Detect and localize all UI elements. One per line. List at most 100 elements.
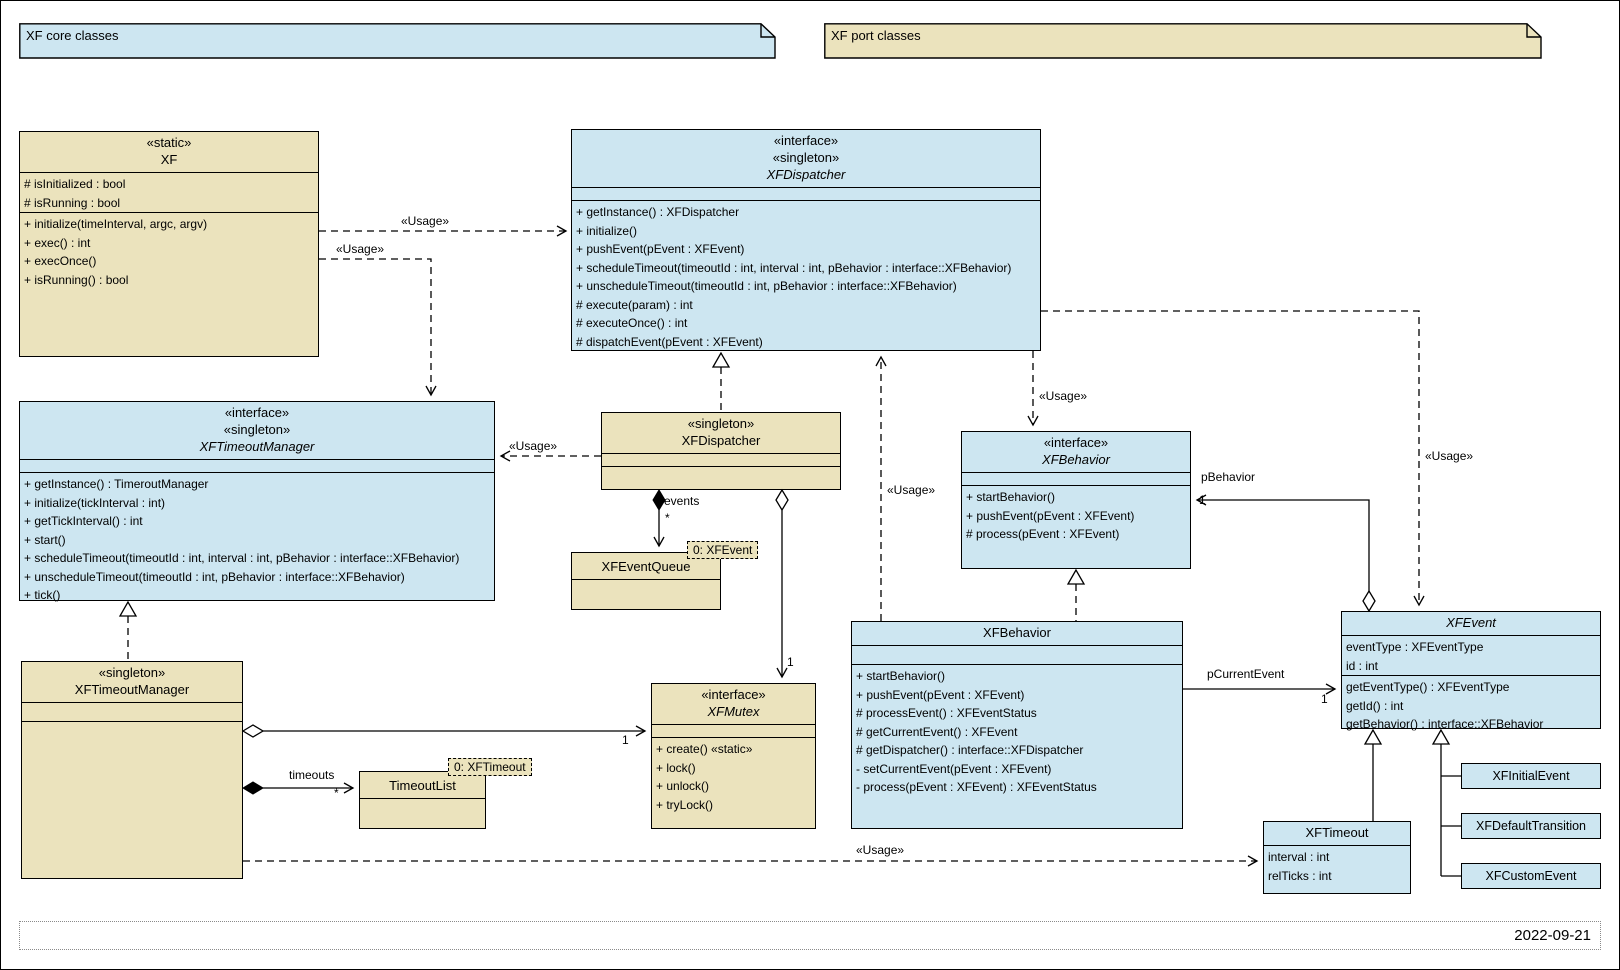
member: # isInitialized : bool xyxy=(24,177,126,191)
methods-compartment: + initialize(timeInterval, argc, argv)+ … xyxy=(20,212,318,356)
member: + start() xyxy=(24,532,66,547)
class-xfdefaulttransition[interactable]: XFDefaultTransition xyxy=(1461,813,1601,839)
edge-label-events-role: events xyxy=(664,494,700,508)
member: + initialize() xyxy=(576,223,638,238)
attributes-compartment xyxy=(602,453,840,466)
class-xf[interactable]: «static» XF # isInitialized : bool # isRu… xyxy=(19,131,319,357)
methods-compartment xyxy=(602,466,840,489)
class-name: XFDispatcher xyxy=(681,433,761,448)
edge-label-usage: «Usage» xyxy=(509,439,558,453)
methods-compartment: + create() «static»+ lock()+ unlock()+ t… xyxy=(652,737,815,828)
class-title: «singleton» XFDispatcher xyxy=(602,413,840,453)
class-xfdispatcher-interface[interactable]: «interface»«singleton» XFDispatcher + ge… xyxy=(571,129,1041,351)
edge-label-timeouts-role: timeouts xyxy=(289,768,335,782)
member: + scheduleTimeout(timeoutId : int, inter… xyxy=(24,551,460,565)
class-xftimeout[interactable]: XFTimeout interval : int relTicks : int xyxy=(1263,821,1411,894)
note-label: XF port classes xyxy=(831,28,921,43)
member: + getInstance() : XFDispatcher xyxy=(576,205,740,219)
class-title: «interface» XFBehavior xyxy=(962,432,1190,472)
member: - process(pEvent : XFEvent) : XFEventSta… xyxy=(856,780,1097,794)
member: getId() : int xyxy=(1346,698,1404,713)
member: + startBehavior() xyxy=(856,669,946,683)
body-compartment xyxy=(572,579,720,609)
edge-label-pbehavior-multiplicity: 1 xyxy=(1199,493,1206,507)
class-xfdispatcher-singleton[interactable]: «singleton» XFDispatcher xyxy=(601,412,841,490)
member: + initialize(tickInterval : int) xyxy=(24,495,166,510)
class-title: XFInitialEvent xyxy=(1462,765,1600,787)
note-xf-core-classes[interactable]: XF core classes xyxy=(19,23,776,59)
class-name: XFTimeoutManager xyxy=(199,439,315,454)
class-xfcustomevent[interactable]: XFCustomEvent xyxy=(1461,863,1601,889)
class-title: «singleton» XFTimeoutManager xyxy=(22,662,242,702)
class-name: XFCustomEvent xyxy=(1485,869,1577,883)
member: + create() «static» xyxy=(656,742,753,756)
note-shape xyxy=(824,23,1542,59)
edge-label-usage: «Usage» xyxy=(856,843,905,857)
class-title: XFTimeout xyxy=(1264,822,1410,845)
class-xftimeoutmanager-interface[interactable]: «interface»«singleton» XFTimeoutManager … xyxy=(19,401,495,602)
member: # dispatchEvent(pEvent : XFEvent) xyxy=(576,334,763,349)
class-stereotype: «interface» xyxy=(224,405,290,420)
methods-compartment: + startBehavior()+ pushEvent(pEvent : XF… xyxy=(852,664,1182,828)
class-stereotype: «singleton» xyxy=(772,150,840,165)
class-title: XFEventQueue xyxy=(572,553,720,579)
member: + getTickInterval() : int xyxy=(24,514,143,528)
member: + tick() xyxy=(24,588,61,602)
class-name: XFEvent xyxy=(1446,615,1496,630)
member: + tryLock() xyxy=(656,797,714,812)
member: # processEvent() : XFEventStatus xyxy=(856,706,1037,720)
class-xfinitialevent[interactable]: XFInitialEvent xyxy=(1461,763,1601,789)
class-title: XFDefaultTransition xyxy=(1462,815,1600,837)
class-name: XFInitialEvent xyxy=(1492,769,1570,783)
class-xfbehavior[interactable]: XFBehavior + startBehavior()+ pushEvent(… xyxy=(851,621,1183,829)
class-name: XFTimeoutManager xyxy=(74,682,190,697)
class-timeoutlist[interactable]: TimeoutList xyxy=(359,771,486,829)
note-xf-port-classes[interactable]: XF port classes xyxy=(824,23,1542,59)
class-stereotype: «singleton» xyxy=(687,416,755,431)
class-name: XFEventQueue xyxy=(601,559,691,574)
member: + pushEvent(pEvent : XFEvent) xyxy=(576,242,745,256)
body-compartment xyxy=(360,798,485,828)
member: # isRunning : bool xyxy=(24,195,121,210)
class-title: XFBehavior xyxy=(852,622,1182,645)
class-name: XF xyxy=(160,152,178,167)
attributes-compartment: # isInitialized : bool # isRunning : bool xyxy=(20,172,318,212)
class-name: XFMutex xyxy=(707,704,760,719)
class-name: XFTimeout xyxy=(1305,825,1369,840)
member: + pushEvent(pEvent : XFEvent) xyxy=(966,508,1135,523)
member: getBehavior() : interface::XFBehavior xyxy=(1346,717,1544,731)
member: + execOnce() xyxy=(24,254,97,268)
edge-label-mutex-multiplicity: 1 xyxy=(787,655,794,669)
member: - setCurrentEvent(pEvent : XFEvent) xyxy=(856,761,1052,776)
methods-compartment xyxy=(22,721,242,878)
class-stereotype: «singleton» xyxy=(223,422,291,437)
object-label-xftimeout[interactable]: 0: XFTimeout xyxy=(448,758,532,776)
member: + unscheduleTimeout(timeoutId : int, pBe… xyxy=(24,569,405,584)
object-label-xfevent[interactable]: 0: XFEvent xyxy=(687,541,759,559)
class-xfbehavior-interface[interactable]: «interface» XFBehavior + startBehavior()… xyxy=(961,431,1191,569)
member: # executeOnce() : int xyxy=(576,316,688,330)
class-xfmutex-interface[interactable]: «interface» XFMutex + create() «static»+… xyxy=(651,683,816,829)
class-stereotype: «static» xyxy=(146,135,192,150)
member: interval : int xyxy=(1268,850,1330,864)
member: + isRunning() : bool xyxy=(24,272,129,287)
edge-label-pcurrentevent-role: pCurrentEvent xyxy=(1207,667,1285,681)
date-label: 2022-09-21 xyxy=(1514,927,1591,944)
member: relTicks : int xyxy=(1268,868,1332,883)
methods-compartment: + startBehavior()+ pushEvent(pEvent : XF… xyxy=(962,485,1190,568)
member: + unlock() xyxy=(656,779,710,793)
class-xfeventqueue[interactable]: XFEventQueue xyxy=(571,552,721,610)
member: # execute(param) : int xyxy=(576,297,693,312)
class-xftimeoutmanager-singleton[interactable]: «singleton» XFTimeoutManager xyxy=(21,661,243,879)
member: + getInstance() : TimeroutManager xyxy=(24,477,209,491)
member: id : int xyxy=(1346,658,1379,673)
class-title: XFEvent xyxy=(1342,612,1600,635)
class-stereotype: «interface» xyxy=(1043,435,1109,450)
class-name: XFDefaultTransition xyxy=(1476,819,1586,833)
class-name: XFBehavior xyxy=(1042,452,1110,467)
